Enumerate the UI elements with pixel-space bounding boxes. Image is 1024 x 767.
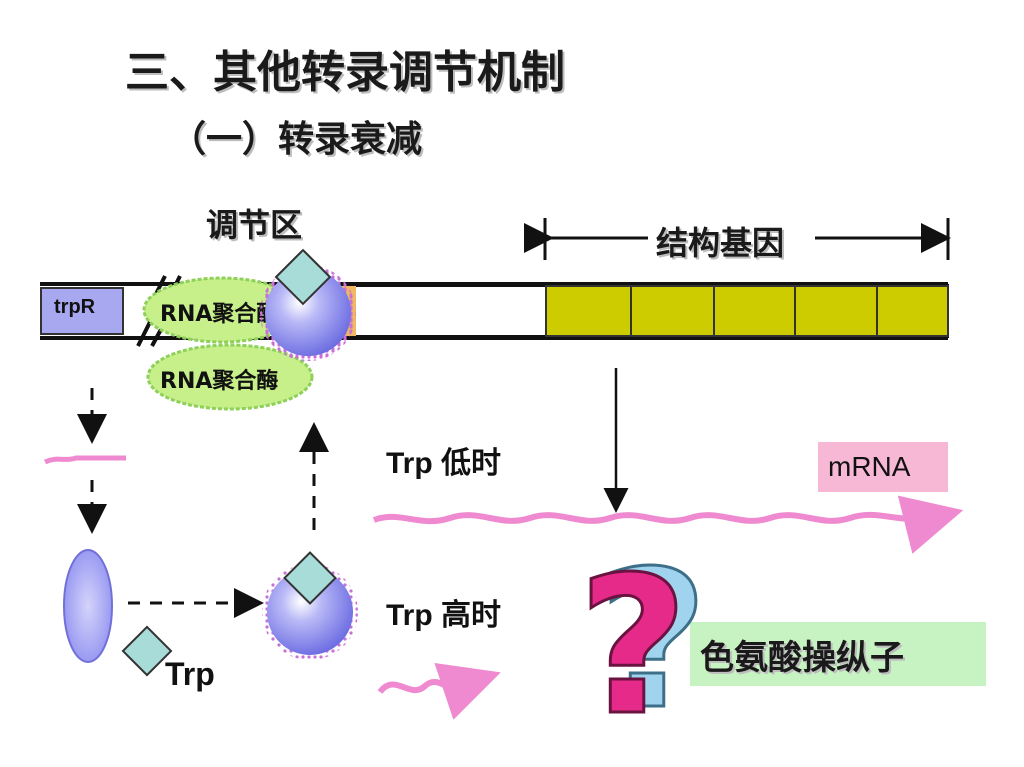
mrna-label: mRNA [818,442,948,492]
rna-polymerase-free-shape [146,343,314,411]
structural-gene-bracket [524,218,951,260]
rna-polymerase-free-label: RNA聚合酶 [160,369,279,394]
inactive-repressor [63,549,113,663]
question-mark: ? [576,536,689,757]
leader-region [353,285,547,337]
gene-block [545,285,632,337]
gene-block [630,285,715,337]
page-subtitle: （一）转录衰减 [170,119,423,160]
structural-genes-label: 结构基因 [652,218,789,264]
long-mrna [372,495,964,554]
trp-low-label: Trp 低时 [386,447,502,480]
regulatory-region-label: 调节区 [206,206,303,244]
gene-block [713,285,796,337]
structural-gene-blocks [545,285,949,337]
trp-high-label: Trp 高时 [386,599,502,632]
question-mark-shadow: ? [596,530,709,751]
trpR-gene: trpR [40,287,124,335]
rna-polymerase-bound-label: RNA聚合酶 [160,302,266,327]
active-repressor-free [267,569,353,655]
gene-block [876,285,949,337]
repressor-mrna [43,455,126,465]
page-title: 三、其他转录调节机制 [125,47,565,98]
gene-block [794,285,878,337]
short-mrna [377,662,501,720]
trp-operon-label: 色氨酸操纵子 [690,622,986,686]
trp-on-repressor [283,551,337,605]
repressor-overlay [260,250,356,361]
trp-label: Trp [165,656,215,692]
trp-molecule [121,625,173,677]
